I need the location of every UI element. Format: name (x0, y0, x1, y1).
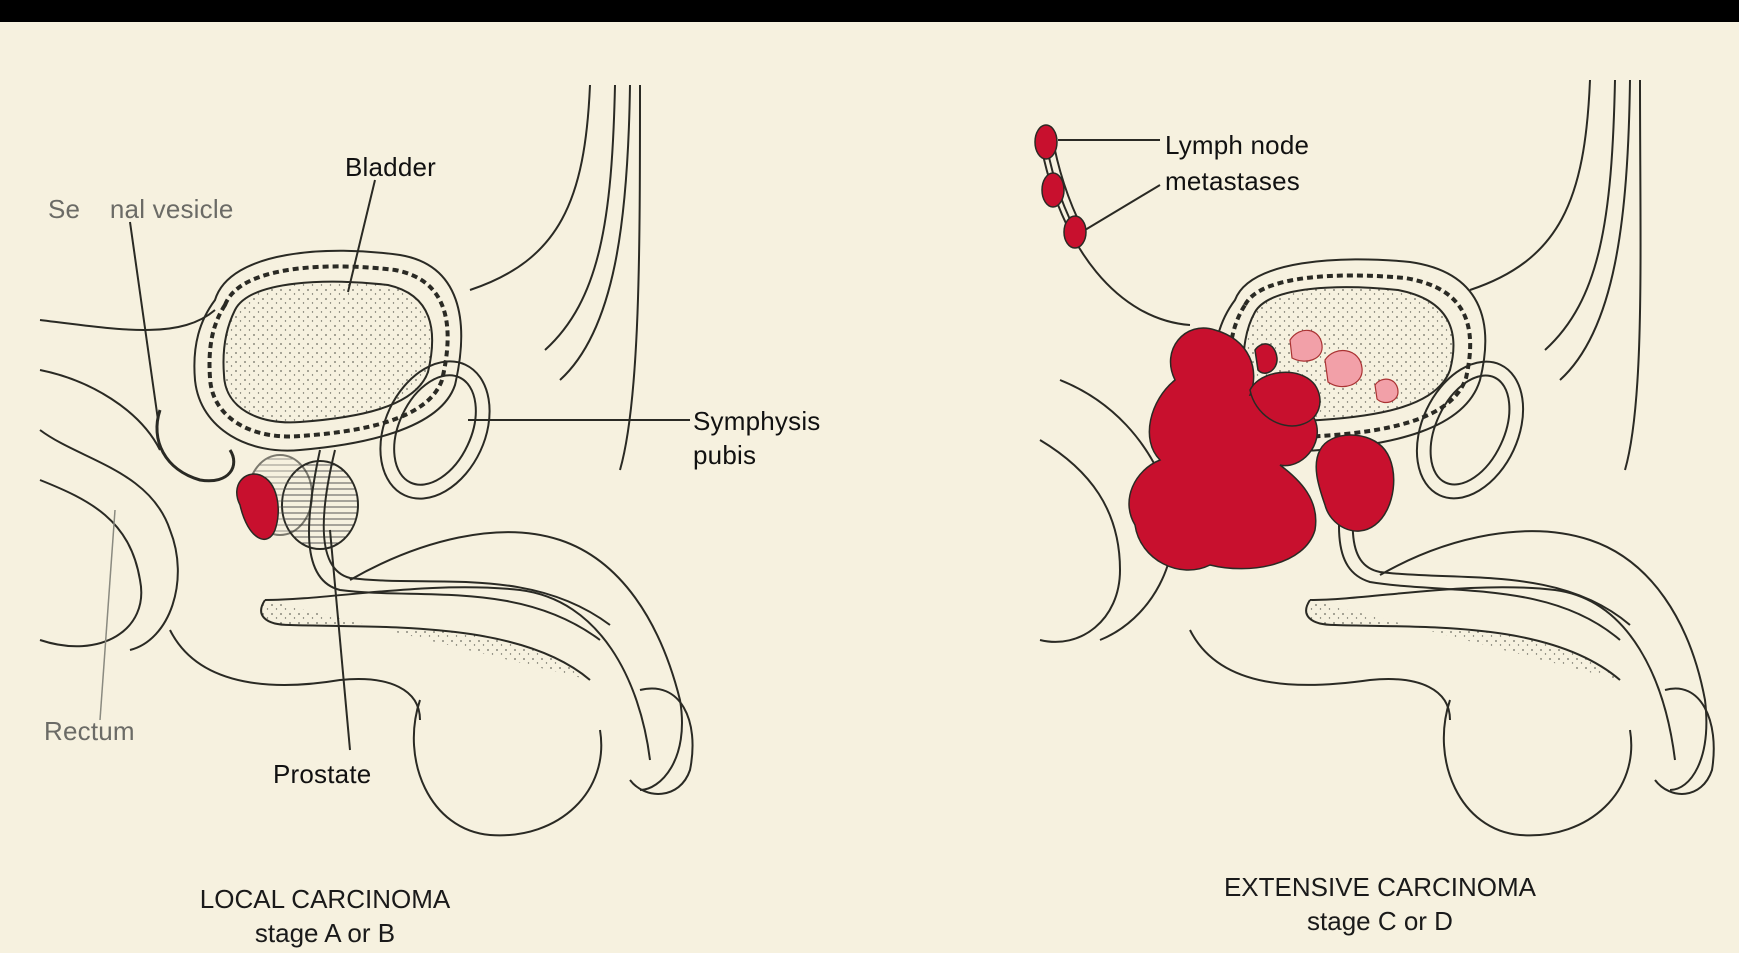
caption-local-title: LOCAL CARCINOMA (200, 884, 450, 914)
local-tumor (237, 474, 278, 539)
label-lymph-node: Lymph node (1165, 130, 1309, 160)
label-seminal-vesicle: Se nal vesicle (48, 194, 234, 224)
caption-extensive-stage: stage C or D (1195, 904, 1565, 938)
label-metastases: metastases (1165, 166, 1300, 196)
caption-extensive: EXTENSIVE CARCINOMA stage C or D (1195, 870, 1565, 938)
caption-extensive-title: EXTENSIVE CARCINOMA (1224, 872, 1536, 902)
label-rectum: Rectum (44, 716, 135, 746)
caption-local: LOCAL CARCINOMA stage A or B (145, 882, 505, 950)
caption-local-stage: stage A or B (145, 916, 505, 950)
lymph-nodes (1035, 125, 1086, 248)
label-pubis: pubis (693, 440, 756, 470)
label-symphysis: Symphysis (693, 406, 821, 436)
label-prostate: Prostate (273, 759, 371, 789)
label-bladder: Bladder (345, 152, 436, 182)
